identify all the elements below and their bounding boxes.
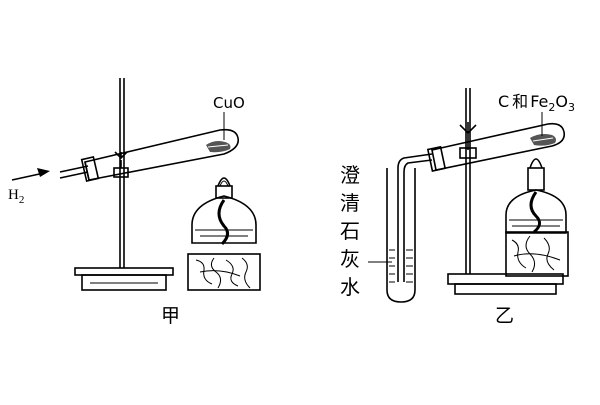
- limewater-label: 澄 清 石 灰 水: [340, 163, 360, 299]
- alcohol-lamp-jia: [191, 177, 257, 246]
- apparatus-yi: [368, 88, 569, 303]
- gas-inlet-tube: [59, 165, 89, 179]
- stand-base-jia: [74, 267, 174, 291]
- inlet-arrow: [11, 168, 50, 181]
- limewater-char-4: 灰: [340, 247, 360, 271]
- wooden-block-yi: [505, 231, 569, 277]
- caption-jia: 甲: [161, 305, 180, 327]
- limewater-char-3: 石: [340, 219, 360, 243]
- stand-rod-yi: [465, 88, 471, 274]
- stand-base-yi: [447, 273, 564, 295]
- apparatus-jia: [11, 78, 261, 291]
- limewater-char-1: 澄: [340, 163, 360, 187]
- alcohol-lamp-yi: [505, 158, 567, 234]
- test-tube-yi: [426, 122, 566, 172]
- delivery-tube: [397, 153, 433, 282]
- caption-yi: 乙: [495, 305, 514, 327]
- reagent-label-cuo: CuO: [213, 94, 245, 112]
- limewater-char-2: 清: [340, 191, 360, 215]
- limewater-liquid: [389, 249, 413, 283]
- wooden-block-jia: [187, 253, 261, 291]
- clamp-yi: [459, 122, 477, 159]
- limewater-char-5: 水: [340, 275, 360, 299]
- gas-inlet-label: H2: [8, 187, 24, 206]
- limewater-tube: [386, 168, 416, 303]
- test-tube-jia: [80, 128, 240, 183]
